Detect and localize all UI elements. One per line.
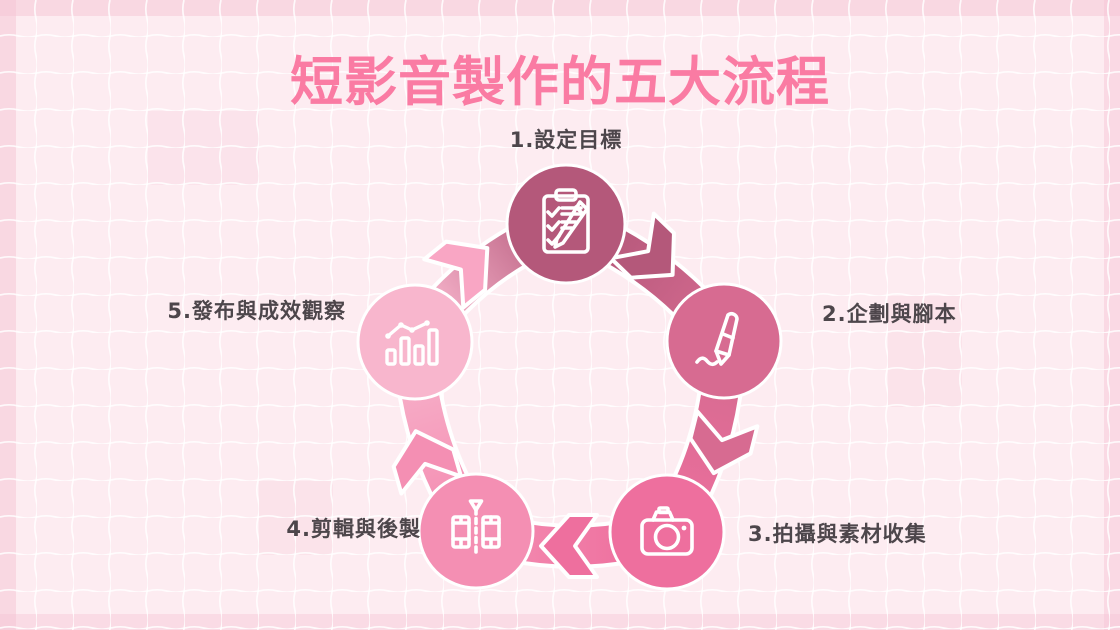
- step-3-circle: [608, 473, 726, 591]
- arrow-head-5-to-1: [422, 239, 490, 310]
- arrow-head-3-to-4: [539, 513, 599, 579]
- arrow-head-4-to-5: [391, 429, 463, 496]
- step-5-label: 5.發布與成效觀察: [167, 299, 346, 323]
- camera-icon: [640, 506, 694, 556]
- step-1-label: 1.設定目標: [509, 128, 623, 152]
- arrow-heads: [391, 211, 760, 579]
- step-4-label: 4.剪輯與後製: [286, 517, 421, 541]
- video-editing-icon: [451, 499, 501, 555]
- step-2-circle: [665, 282, 783, 400]
- step-3-label: 3.拍攝與素材收集: [748, 522, 927, 546]
- arrow-head-1-to-2: [608, 211, 676, 280]
- step-icons: [385, 188, 739, 556]
- pen-writing-icon: [695, 311, 739, 367]
- page-title: 短影音製作的五大流程: [290, 52, 830, 113]
- clipboard-checklist-icon: [542, 188, 590, 254]
- step-2-label: 2.企劃與腳本: [822, 302, 957, 326]
- analytics-chart-icon: [385, 320, 439, 366]
- arrow-head-2-to-3: [688, 409, 760, 476]
- step-5-circle: [356, 283, 474, 401]
